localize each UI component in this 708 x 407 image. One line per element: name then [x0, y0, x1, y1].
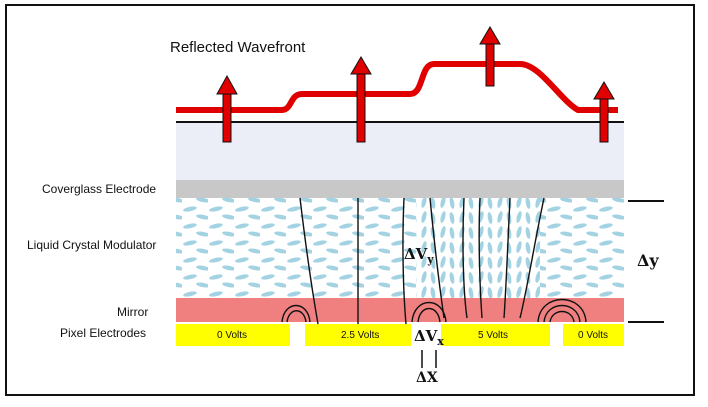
voltage-label-1: 0 Volts — [217, 330, 248, 341]
mirror-layer — [176, 298, 624, 322]
coverglass-band — [176, 180, 624, 198]
lc-modulator-label: Liquid Crystal Modulator — [27, 238, 157, 252]
wavefront-arrows — [216, 26, 615, 143]
pixel-electrodes-label: Pixel Electrodes — [60, 326, 147, 340]
lc-molecules-right — [540, 198, 624, 298]
delta-vy-label: ΔVy — [404, 245, 434, 266]
arrow-1 — [216, 74, 238, 143]
arrow-3 — [479, 26, 501, 87]
voltage-label-4: 0 Volts — [578, 330, 609, 341]
delta-vy-subscript: y — [427, 253, 434, 266]
lc-molecules-left — [176, 198, 308, 298]
mirror-label: Mirror — [117, 305, 149, 319]
delta-vx-label: ΔVx — [414, 327, 444, 348]
delta-vx-subscript: x — [437, 335, 444, 348]
field-lines — [281, 197, 587, 325]
delta-y-label: Δy — [637, 251, 659, 270]
delta-vy-text: ΔV — [404, 245, 428, 263]
electrode-2 — [305, 324, 411, 346]
voltage-label-3: 5 Volts — [478, 330, 509, 341]
glass-region — [176, 122, 624, 180]
delta-x-label: ΔX — [416, 370, 438, 386]
lc-molecules-center — [416, 198, 540, 298]
wavefront-curve — [176, 61, 618, 113]
electrode-3 — [441, 324, 550, 346]
lc-molecules-mid — [308, 198, 416, 298]
coverglass-label: Coverglass Electrode — [42, 182, 157, 196]
arrow-2 — [350, 56, 372, 143]
arrow-4 — [593, 81, 615, 143]
reflected-wavefront-label: Reflected Wavefront — [170, 39, 306, 56]
electrode-1 — [176, 324, 290, 346]
electrode-4 — [563, 324, 624, 346]
voltage-label-2: 2.5 Volts — [341, 330, 380, 341]
delta-vx-text: ΔV — [414, 327, 438, 345]
figure-frame — [5, 4, 695, 396]
